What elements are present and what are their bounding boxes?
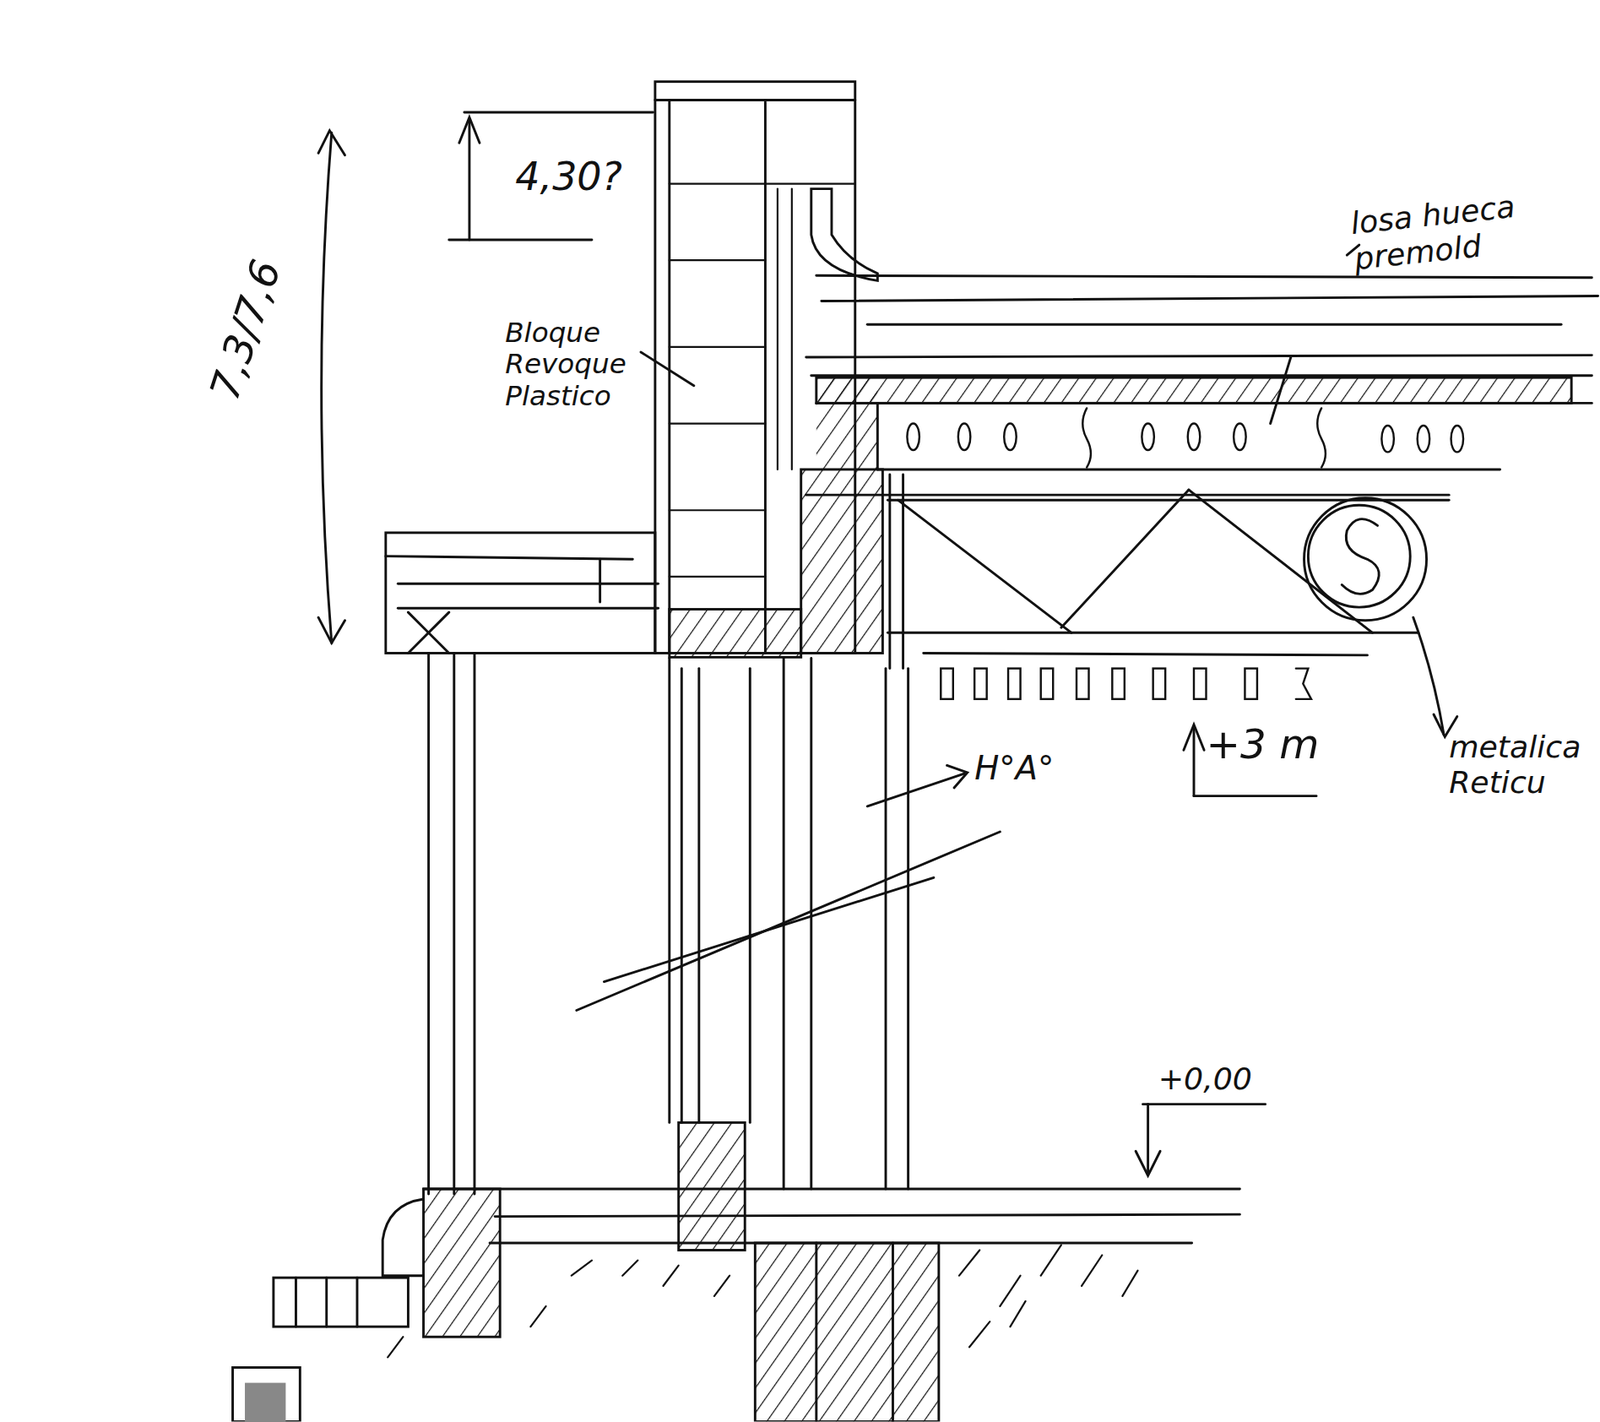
sketch-annotation: 7,3/7,6 <box>200 254 290 406</box>
sketch-annotation: H°A° <box>974 749 1054 787</box>
sketch-annotation: metalica Reticu <box>1448 729 1595 800</box>
sketch-annotation: +0,00 <box>1158 1061 1253 1097</box>
sketch-annotation: 4,30? <box>515 155 623 201</box>
sketch-annotation: losa hueca premold <box>1349 181 1595 277</box>
sketch-annotation: +3 m <box>1206 720 1320 768</box>
sketch-annotation: Bloque Revoque Plastico <box>504 316 638 413</box>
